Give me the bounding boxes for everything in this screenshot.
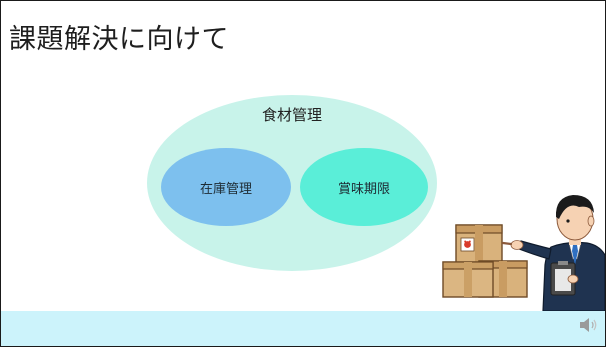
businessman-boxes-illustration	[442, 195, 605, 311]
expiration-date-ellipse: 賞味期限	[300, 148, 428, 226]
businessman	[501, 195, 605, 311]
expiration-date-label: 賞味期限	[337, 181, 390, 197]
cardboard-box-left	[442, 261, 494, 298]
slide-title: 課題解決に向けて	[9, 24, 229, 55]
food-management-label: 食材管理	[261, 106, 322, 124]
cardboard-box-top	[455, 224, 503, 264]
inventory-management-label: 在庫管理	[199, 181, 252, 197]
inventory-management-ellipse: 在庫管理	[161, 148, 291, 226]
bottom-bar	[1, 311, 605, 346]
speaker-icon[interactable]	[577, 315, 599, 335]
